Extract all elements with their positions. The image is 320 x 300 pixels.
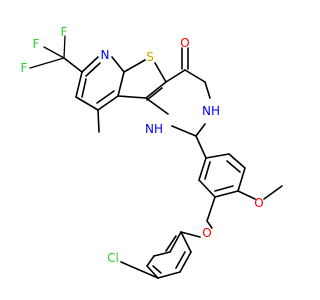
atom-label-f: F <box>33 37 40 51</box>
atom-label-o: O <box>202 226 211 240</box>
atom-label-n: N <box>101 48 110 62</box>
atom-label-nh: NH <box>202 104 220 118</box>
atom-label-s: S <box>146 50 154 64</box>
atom-label-o: O <box>254 196 263 210</box>
atom-label-layer: F F F N S O NH NH O O Cl <box>21 25 264 265</box>
atom-label-nh: NH <box>145 122 163 136</box>
bond-layer <box>29 35 283 279</box>
atom-label-f: F <box>61 25 68 39</box>
atom-label-o: O <box>180 36 189 50</box>
molecule-structure: F F F N S O NH NH O O Cl <box>21 25 283 279</box>
atom-label-f: F <box>21 61 28 75</box>
atom-label-cl: Cl <box>107 251 119 265</box>
